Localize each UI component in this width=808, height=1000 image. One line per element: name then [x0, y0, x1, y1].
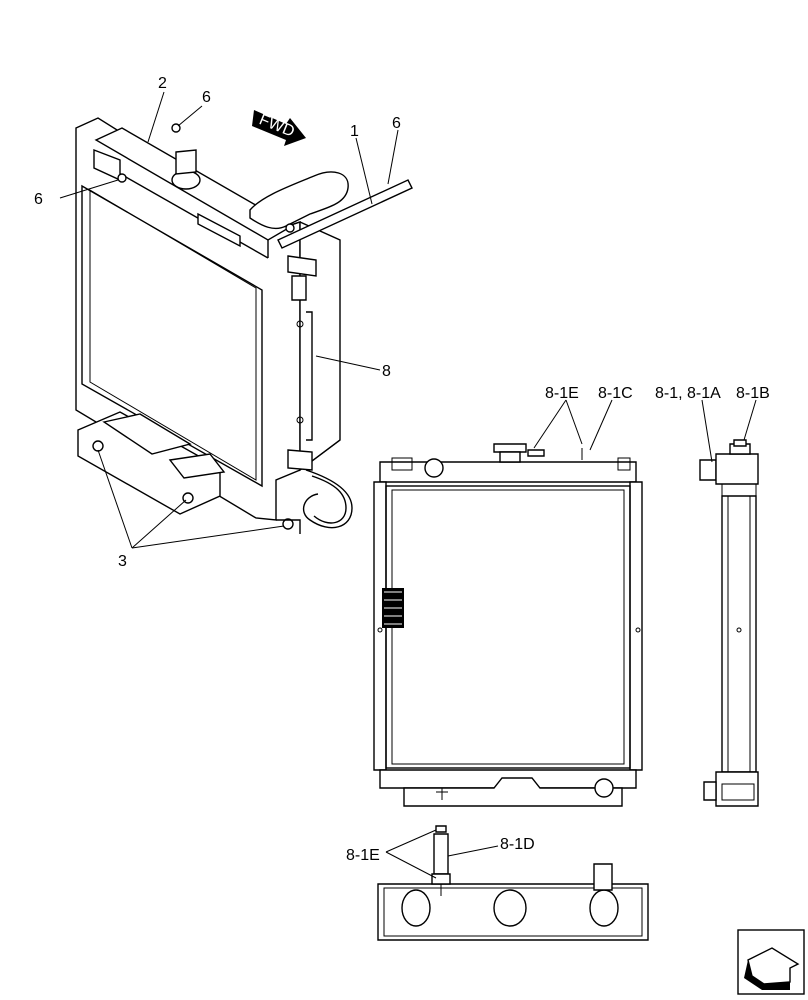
side-leaders [701, 399, 757, 463]
front-leaders [533, 399, 613, 451]
label-1: 1 [350, 123, 359, 140]
label-6-right: 6 [392, 115, 401, 132]
iso-leaders [59, 91, 399, 549]
label-8: 8 [382, 363, 391, 380]
radiator-side-view [699, 439, 759, 807]
fwd-arrow: FWD [252, 110, 306, 146]
bottom-leaders [385, 829, 499, 879]
label-2: 2 [158, 75, 167, 92]
label-6-top: 6 [202, 89, 211, 106]
core-fin-sample [382, 588, 404, 628]
label-8-1B: 8-1B [736, 385, 770, 402]
navigation-arrow-icon[interactable] [737, 929, 805, 995]
label-8-1D: 8-1D [500, 836, 535, 853]
label-8-1-8-1A: 8-1, 8-1A [655, 385, 721, 402]
radiator-assembly-iso [75, 117, 413, 534]
radiator-front-view [373, 443, 643, 807]
label-6-left: 6 [34, 191, 43, 208]
label-8-1C: 8-1C [598, 385, 633, 402]
label-8-1E-top: 8-1E [545, 385, 579, 402]
label-8-1E-bottom: 8-1E [346, 847, 380, 864]
bottom-tank-detail [377, 825, 649, 941]
label-3: 3 [118, 553, 127, 570]
part-labels: 2 6 6 1 6 8 3 8-1E 8-1C 8-1, 8-1A 8-1B 8… [34, 75, 770, 864]
fwd-label: FWD [257, 111, 297, 140]
